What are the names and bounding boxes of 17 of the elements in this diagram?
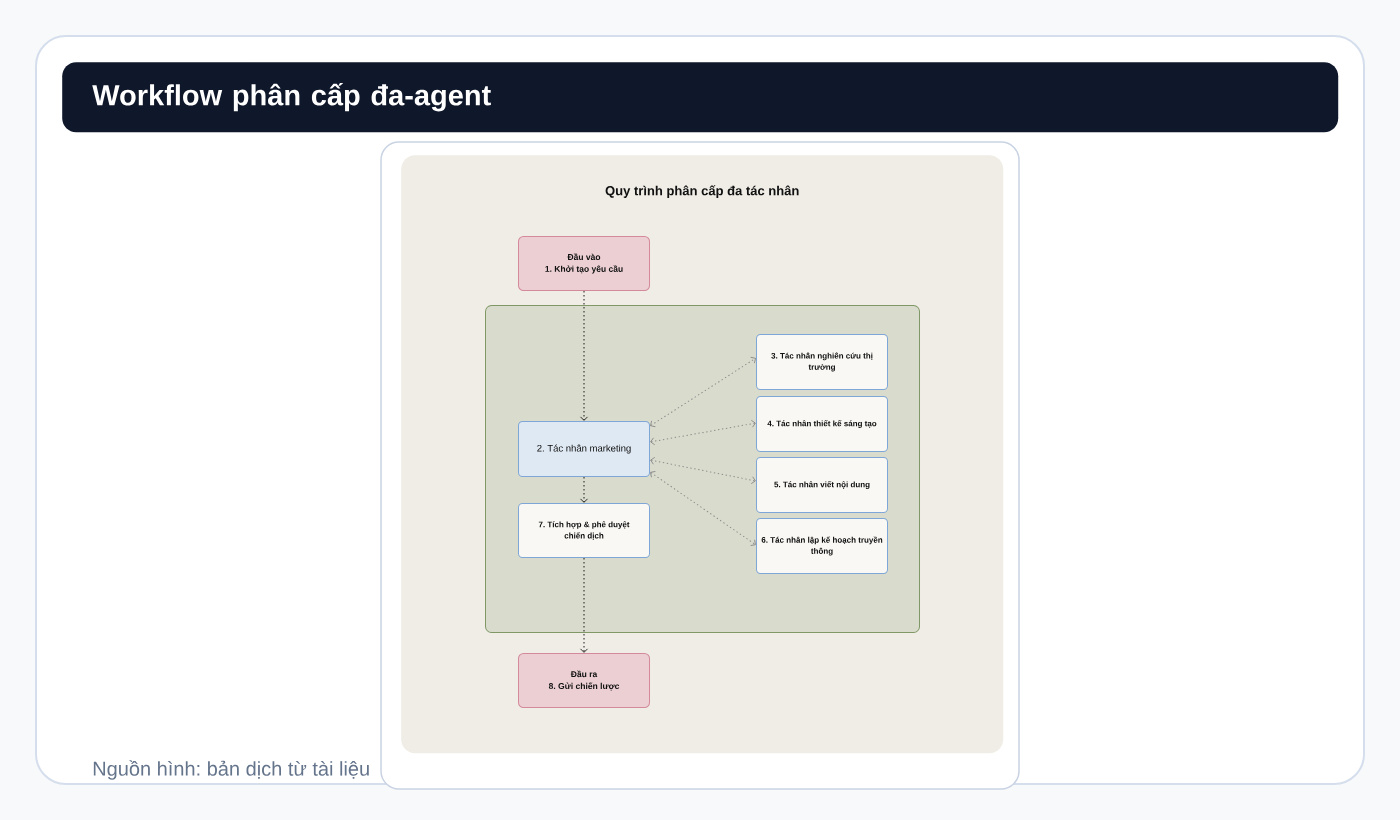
output-box: Đầu ra 8. Gửi chiến lược (518, 653, 650, 708)
agent-box: 5. Tác nhân viết nội dung (756, 457, 888, 513)
arrow (580, 476, 588, 503)
agent-box: 6. Tác nhân lập kế hoạch truyền thông (756, 518, 888, 574)
agent-box: 4. Tác nhân thiết kế sáng tạo (756, 396, 888, 452)
agent-box: 3. Tác nhân nghiên cứu thị trường (756, 334, 888, 390)
title-bar: Workflow phân cấp đa-agent (62, 62, 1339, 133)
arrow (580, 557, 588, 653)
agent-box: 2. Tác nhân marketing (518, 421, 650, 477)
input-box: Đầu vào 1. Khởi tạo yêu cầu (518, 236, 650, 291)
arrow (650, 419, 756, 446)
arrow (580, 290, 588, 421)
arrow (650, 356, 756, 428)
arrow (650, 471, 756, 546)
caption: Nguồn hình: bản dịch từ tài liệu (91, 758, 372, 782)
arrow (650, 456, 756, 485)
process-box: 7. Tích hợp & phê duyệt chiến dịch (518, 503, 650, 558)
